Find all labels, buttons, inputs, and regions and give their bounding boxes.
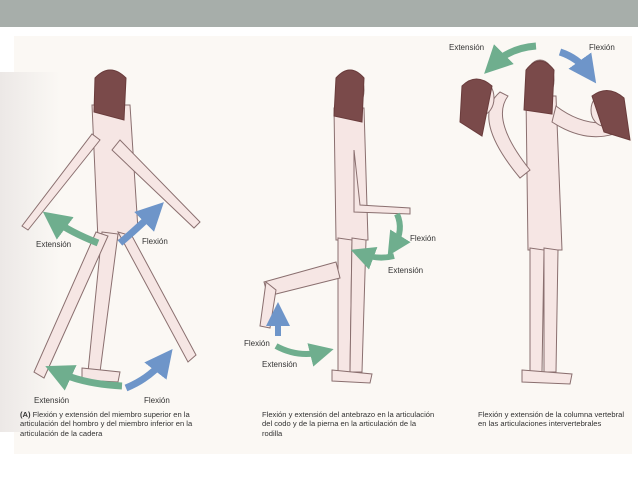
caption-panel-c: Flexión y extensión de la columna verteb… bbox=[478, 410, 625, 429]
label-extension-spine: Extensión bbox=[449, 43, 485, 52]
label-extension-knee: Extensión bbox=[262, 360, 298, 369]
flexion-arrow-lower bbox=[124, 348, 173, 392]
label-flexion-knee: Flexión bbox=[244, 339, 270, 348]
extension-arrow-spine bbox=[484, 42, 537, 74]
caption-panel-a: (A) Flexión y extensión del miembro supe… bbox=[20, 410, 196, 438]
label-flexion-upper: Flexión bbox=[142, 237, 168, 246]
label-flexion-elbow: Flexión bbox=[410, 234, 436, 243]
flexion-arrow-elbow bbox=[387, 212, 411, 257]
extension-arrow-lower bbox=[45, 365, 123, 391]
label-flexion-lower: Flexión bbox=[144, 396, 170, 405]
label-extension-upper: Extensión bbox=[36, 240, 72, 249]
label-flexion-spine: Flexión bbox=[589, 43, 615, 52]
caption-panel-b: Flexión y extensión del antebrazo en la … bbox=[262, 410, 435, 438]
top-bar bbox=[0, 0, 638, 27]
extension-arrow-elbow bbox=[350, 246, 395, 270]
figure-knee-bend bbox=[259, 69, 411, 384]
figure-spine bbox=[459, 59, 631, 385]
flexion-arrow-spine bbox=[558, 48, 597, 84]
extension-arrow-upper bbox=[42, 211, 100, 247]
caption-text-a: Flexión y extensión del miembro superior… bbox=[20, 410, 193, 438]
caption-tag: (A) bbox=[20, 410, 31, 419]
label-extension-lower: Extensión bbox=[34, 396, 70, 405]
figure-walking bbox=[21, 69, 201, 383]
extension-arrow-knee bbox=[274, 343, 334, 367]
label-extension-elbow: Extensión bbox=[388, 266, 424, 275]
flexion-arrow-upper bbox=[117, 202, 164, 246]
